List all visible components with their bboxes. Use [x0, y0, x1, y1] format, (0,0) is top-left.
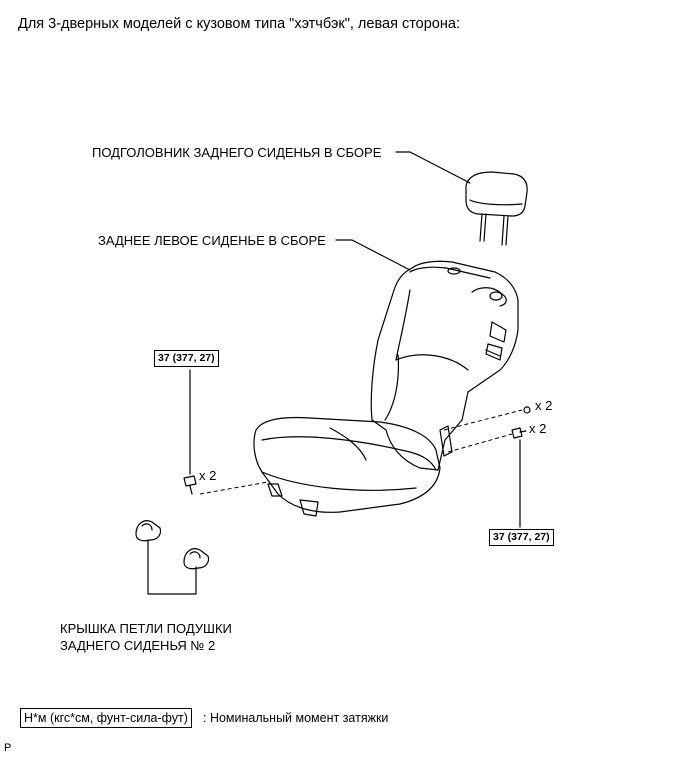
hinge-cover-label-line1: КРЫШКА ПЕТЛИ ПОДУШКИ	[60, 621, 232, 636]
torque-spec-right: 37 (377, 27)	[489, 529, 554, 546]
hinge-cover-illustration	[135, 520, 210, 570]
seat-back-illustration	[370, 260, 519, 471]
quantity-right-lower: x 2	[529, 421, 547, 436]
legend-description: : Номинальный момент затяжки	[203, 711, 389, 725]
headrest-label: ПОДГОЛОВНИК ЗАДНЕГО СИДЕНЬЯ В СБОРЕ	[92, 145, 382, 160]
page-heading: Для 3-дверных моделей с кузовом типа "хэ…	[18, 16, 460, 32]
seat-leader	[335, 239, 411, 271]
headrest-leader	[395, 151, 471, 184]
hinge-cover-bracket	[147, 539, 197, 595]
right-bolts-illustration	[511, 406, 531, 439]
hinge-cover-label-line2: ЗАДНЕГО СИДЕНЬЯ № 2	[60, 638, 216, 653]
seat-label: ЗАДНЕЕ ЛЕВОЕ СИДЕНЬЕ В СБОРЕ	[98, 233, 326, 248]
headrest-illustration	[465, 171, 528, 246]
corner-mark: P	[4, 742, 12, 754]
seat-cushion-illustration	[253, 416, 441, 517]
quantity-right-upper: x 2	[535, 398, 553, 413]
quantity-left-bolt: x 2	[199, 468, 217, 483]
torque-spec-left: 37 (377, 27)	[154, 350, 219, 367]
left-bolt-illustration	[183, 475, 197, 495]
legend-unit-box: Н*м (кгс*см, фунт-сила-фут)	[20, 708, 192, 728]
